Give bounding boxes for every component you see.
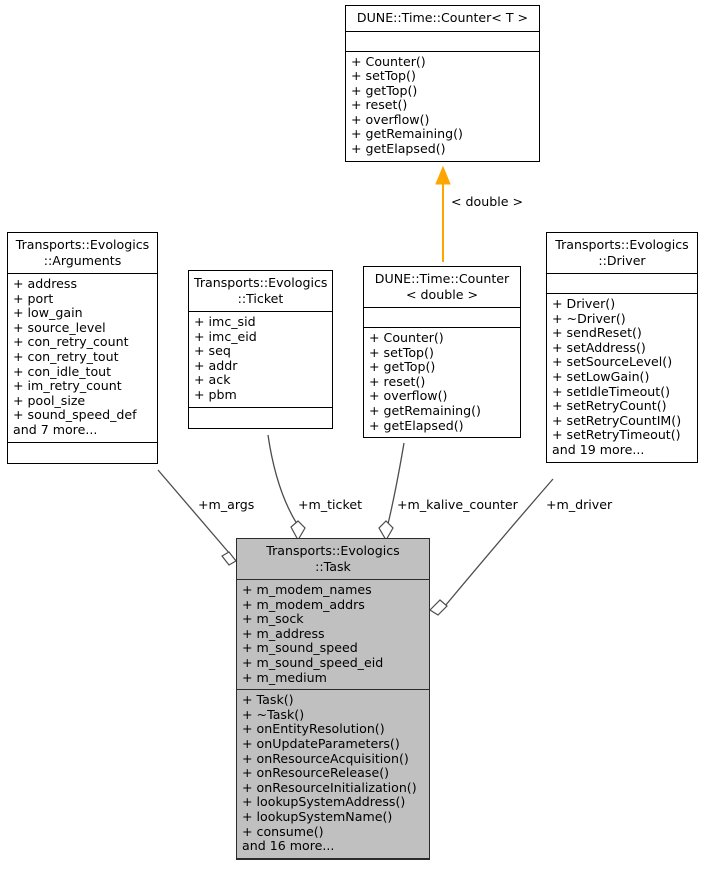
- template-binding-label: < double >: [451, 194, 524, 209]
- class-title-counter-double: DUNE::Time::Counter < double >: [364, 267, 520, 308]
- member-item: + im_retry_count: [13, 378, 122, 394]
- class-title-driver: Transports::Evologics ::Driver: [547, 233, 697, 274]
- member-item: + getRemaining(): [351, 126, 463, 142]
- member-item: + Task(): [242, 692, 294, 708]
- member-item: + seq: [194, 343, 231, 359]
- member-item: + lookupSystemAddress(): [242, 794, 406, 810]
- class-methods-counter-template: + Counter() + setTop() + getTop() + rese…: [346, 52, 539, 161]
- aggregation-edge-m-kalive-counter: [378, 442, 405, 542]
- member-item: + overflow(): [351, 111, 430, 127]
- member-item: + Counter(): [369, 330, 444, 345]
- member-item-more: and 19 more...: [552, 441, 645, 457]
- class-attributes-counter-double: [364, 308, 520, 328]
- edge-label-m-kalive-counter: +m_kalive_counter: [397, 497, 518, 512]
- class-title-counter-template: DUNE::Time::Counter< T >: [346, 6, 539, 32]
- class-methods-arguments: [8, 443, 157, 463]
- class-attributes-task: + m_modem_names + m_modem_addrs + m_sock…: [237, 580, 429, 691]
- class-box-driver[interactable]: Transports::Evologics ::Driver + Driver(…: [546, 232, 698, 463]
- member-item: + con_retry_tout: [13, 348, 119, 364]
- member-item: + overflow(): [369, 388, 448, 404]
- member-item: + Driver(): [552, 296, 616, 311]
- class-title-ticket: Transports::Evologics ::Ticket: [189, 271, 332, 312]
- class-attributes-driver: [547, 274, 697, 294]
- member-item: + m_modem_addrs: [242, 596, 365, 612]
- edge-label-m-args: +m_args: [198, 497, 255, 512]
- member-item: + m_sock: [242, 611, 304, 627]
- member-item: + onResourceRelease(): [242, 765, 390, 781]
- class-attributes-ticket: + imc_sid + imc_eid + seq + addr + ack +…: [189, 312, 332, 408]
- member-item: + setLowGain(): [552, 368, 650, 384]
- edge-label-m-driver: +m_driver: [546, 497, 613, 512]
- class-box-arguments[interactable]: Transports::Evologics ::Arguments + addr…: [7, 232, 158, 464]
- class-methods-ticket: [189, 408, 332, 428]
- member-item: + imc_eid: [194, 328, 257, 344]
- member-item: + setAddress(): [552, 339, 646, 355]
- class-attributes-arguments: + address + port + low_gain + source_lev…: [8, 274, 157, 443]
- member-item: + addr: [194, 357, 238, 373]
- member-item: + getElapsed(): [369, 417, 464, 433]
- member-item: + onUpdateParameters(): [242, 735, 400, 751]
- member-item: + con_idle_tout: [13, 363, 112, 379]
- member-item: + Counter(): [351, 53, 426, 69]
- member-item: + getRemaining(): [369, 402, 481, 418]
- member-item: + onEntityResolution(): [242, 721, 385, 737]
- member-item: + m_sound_speed: [242, 640, 358, 656]
- member-item: + onResourceAcquisition(): [242, 750, 409, 766]
- member-item: + m_address: [242, 625, 325, 641]
- member-item: + reset(): [351, 97, 408, 113]
- member-item: + onResourceInitialization(): [242, 779, 417, 795]
- member-item: + reset(): [369, 373, 426, 389]
- member-item: + m_medium: [242, 669, 327, 685]
- member-item: + setRetryTimeout(): [552, 427, 681, 443]
- class-methods-counter-double: + Counter() + setTop() + getTop() + rese…: [364, 328, 520, 437]
- member-item: + getTop(): [351, 82, 418, 98]
- class-attributes-counter-template: [346, 32, 539, 52]
- member-item: + setSourceLevel(): [552, 354, 673, 370]
- member-item: + lookupSystemName(): [242, 808, 393, 824]
- aggregation-edge-m-ticket: [267, 434, 306, 542]
- aggregation-edge-m-args: [157, 469, 237, 566]
- class-box-counter-double[interactable]: DUNE::Time::Counter < double > + Counter…: [363, 266, 521, 439]
- member-item: + port: [13, 290, 54, 306]
- class-box-counter-template[interactable]: DUNE::Time::Counter< T > + Counter() + s…: [345, 5, 540, 162]
- class-methods-task: + Task() + ~Task() + onEntityResolution(…: [237, 690, 429, 859]
- member-item: + m_sound_speed_eid: [242, 654, 384, 670]
- edge-label-m-ticket: +m_ticket: [298, 497, 363, 512]
- member-item-more: and 16 more...: [242, 838, 335, 854]
- member-item-more: and 7 more...: [13, 421, 98, 437]
- member-item: + ack: [194, 372, 231, 388]
- member-item: + sendReset(): [552, 325, 642, 341]
- class-box-ticket[interactable]: Transports::Evologics ::Ticket + imc_sid…: [188, 270, 333, 429]
- class-methods-driver: + Driver() + ~Driver() + sendReset() + s…: [547, 294, 697, 462]
- member-item: + sound_speed_def: [13, 407, 137, 423]
- class-box-task[interactable]: Transports::Evologics ::Task + m_modem_n…: [236, 538, 430, 860]
- class-title-task: Transports::Evologics ::Task: [237, 539, 429, 580]
- member-item: + pool_size: [13, 392, 86, 408]
- member-item: + m_modem_names: [242, 582, 372, 597]
- member-item: + ~Driver(): [552, 310, 626, 326]
- member-item: + setRetryCountIM(): [552, 412, 682, 428]
- member-item: + con_retry_count: [13, 334, 129, 350]
- class-title-arguments: Transports::Evologics ::Arguments: [8, 233, 157, 274]
- member-item: + getTop(): [369, 359, 436, 375]
- member-item: + setIdleTimeout(): [552, 383, 671, 399]
- member-item: + source_level: [13, 319, 106, 335]
- member-item: + low_gain: [13, 305, 83, 321]
- member-item: + setTop(): [351, 68, 416, 84]
- member-item: + address: [13, 276, 78, 291]
- member-item: + setTop(): [369, 344, 434, 360]
- member-item: + consume(): [242, 823, 324, 839]
- member-item: + ~Task(): [242, 706, 305, 722]
- inheritance-edge-counter: [435, 165, 451, 262]
- member-item: + pbm: [194, 386, 237, 402]
- member-item: + setRetryCount(): [552, 398, 667, 414]
- member-item: + getElapsed(): [351, 141, 446, 157]
- member-item: + imc_sid: [194, 314, 256, 329]
